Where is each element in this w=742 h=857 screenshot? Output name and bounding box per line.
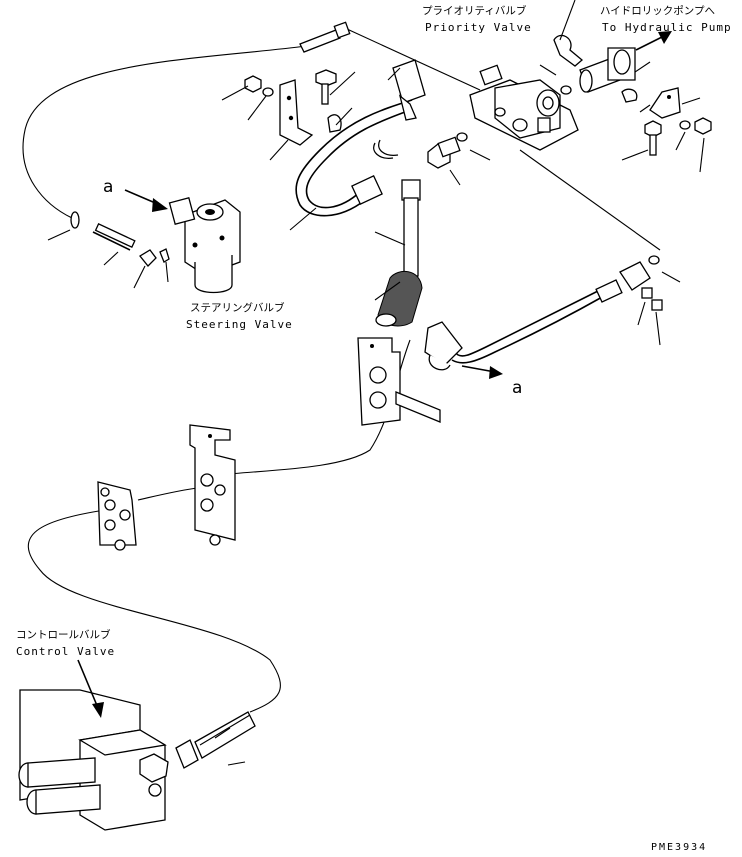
hose-bracket-mid [357,337,441,426]
clip-upper [327,114,342,133]
steering-arrow [124,189,168,212]
pump-adapter [560,47,636,95]
bracket-right [621,87,681,119]
control-arrow [77,659,104,718]
reference-a-hose: a [512,378,522,398]
connection-lines [22,28,661,713]
pump-arrow [635,31,672,51]
bolt-upper [315,69,337,105]
control-valve [18,729,169,831]
control-hose [175,711,256,769]
control-valve-label-jp: コントロールバルブ [16,628,111,641]
steering-valve [168,196,241,294]
top-hose [299,21,351,53]
priority-valve [469,64,579,151]
hose-arrow [461,365,503,379]
reference-a-steering: a [103,177,113,197]
bracket-upper [279,79,314,146]
bolt-nut-right [644,117,712,156]
plate-left [97,481,137,551]
to-pump-label-en: To Hydraulic Pump [602,21,732,34]
priority-valve-label-en: Priority Valve [425,21,532,34]
steel-tube [295,59,426,217]
priority-fittings [427,132,468,169]
to-pump-label-jp: ハイドロリックポンプへ [600,5,715,17]
plate-center [189,424,236,546]
steering-bolt-set [70,211,170,267]
vertical-hose [375,179,423,327]
drawing-code: PME3934 [651,842,707,853]
callout-lines [47,61,705,766]
steering-valve-label-jp: ステアリングバルブ [190,301,285,314]
tee-fitting [619,255,663,311]
control-valve-label-en: Control Valve [16,645,115,658]
pump-hose-elbow [553,0,584,67]
steering-valve-label-en: Steering Valve [186,318,293,331]
priority-valve-label-jp: プライオリティバルブ [422,4,527,17]
tube-clamp [373,139,399,159]
nut-washer-upper [244,75,274,97]
right-hose [424,279,623,371]
